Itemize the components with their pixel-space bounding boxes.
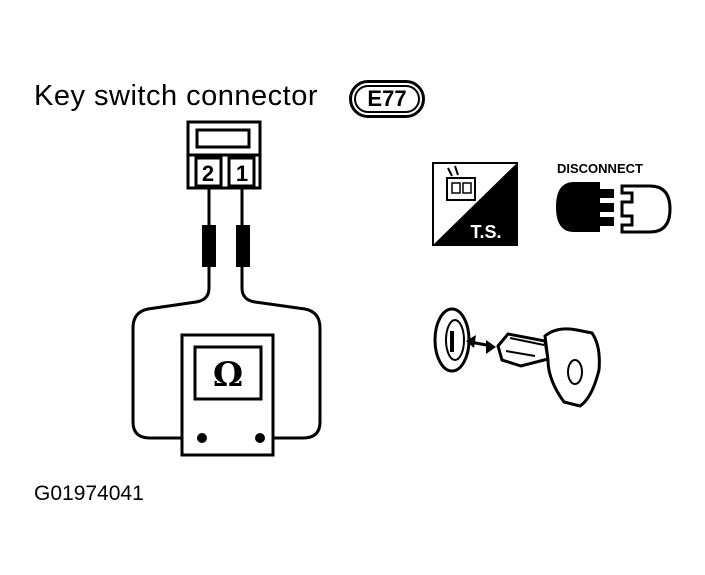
connector-code-badge: E77 xyxy=(349,80,425,118)
disconnect-label: DISCONNECT xyxy=(557,161,643,176)
ohmmeter: Ω xyxy=(180,333,275,457)
ohm-symbol: Ω xyxy=(213,355,243,395)
page-title: Key switch connector xyxy=(34,80,319,112)
disconnect-icon: DISCONNECT xyxy=(556,161,672,234)
ignition-key-icon xyxy=(433,307,601,408)
probe-leads xyxy=(131,188,322,440)
pin-2-label: 2 xyxy=(202,161,214,186)
ts-icon: T.S. xyxy=(432,162,518,246)
connector-code: E77 xyxy=(354,85,420,113)
probe-left xyxy=(202,225,216,267)
ts-label: T.S. xyxy=(470,222,501,242)
connector: 2 1 xyxy=(186,120,262,190)
probe-right xyxy=(236,225,250,267)
pin-1-label: 1 xyxy=(236,161,248,186)
figure-id: G01974041 xyxy=(34,482,144,505)
